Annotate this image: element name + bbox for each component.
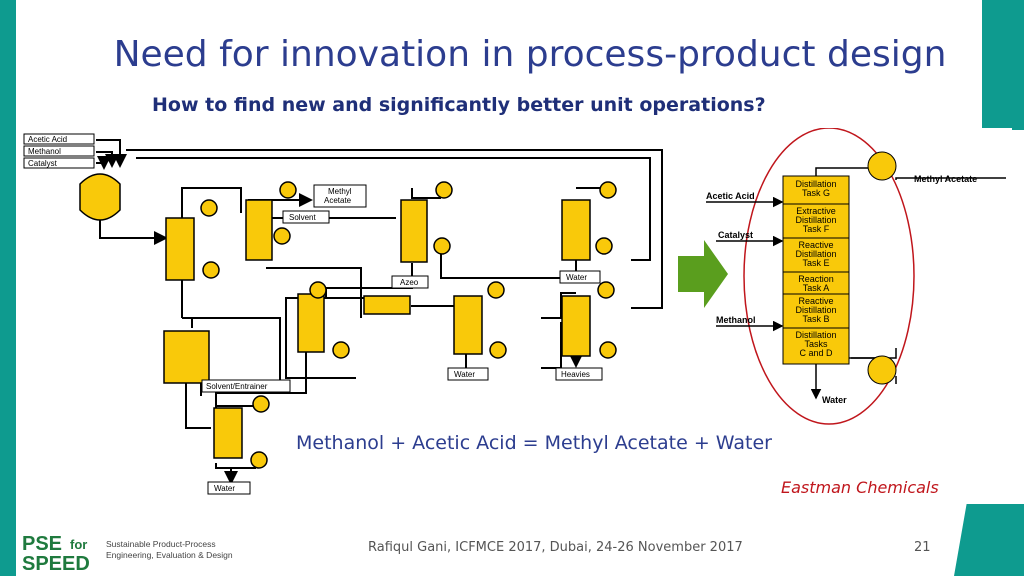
section-distillation-cd (782, 327, 850, 365)
column-5 (297, 293, 325, 353)
label-heavies: Heavies (561, 370, 590, 379)
column-4 (561, 199, 591, 261)
label-water-top: Water (566, 273, 587, 282)
column-1 (165, 217, 195, 281)
section-2-line-1: Distillation (795, 249, 836, 259)
conventional-equipment (79, 173, 617, 469)
section-0-line-1: Task G (802, 188, 830, 198)
section-5-line-1: Tasks (804, 339, 828, 349)
reactor (79, 173, 121, 221)
accent-bar-right-top (982, 0, 1024, 130)
section-2-line-2: Task E (802, 258, 829, 268)
label-solvent-entrainer: Solvent/Entrainer (206, 382, 268, 391)
transition-arrow (678, 240, 728, 308)
column-7 (561, 295, 591, 357)
input-methanol: Methanol (716, 315, 756, 325)
section-1-line-1: Distillation (795, 215, 836, 225)
slide-subtitle: How to find new and significantly better… (152, 94, 766, 116)
column-9 (213, 407, 243, 459)
stream-labels: Methyl Acetate Solvent Azeo Water Water … (201, 184, 603, 495)
process-diagram: Acetic Acid Methanol Catalyst Methyl Ace… (16, 128, 1012, 500)
decanter (363, 295, 411, 315)
section-1-line-0: Extractive (796, 206, 836, 216)
slide-title: Need for innovation in process-product d… (113, 34, 947, 75)
highlight-ellipse (743, 128, 915, 425)
label-solvent: Solvent (289, 213, 316, 222)
label-acetate: Acetate (324, 196, 352, 205)
section-distillation-g (782, 175, 850, 205)
accent-bar-left (0, 0, 16, 576)
column-2 (245, 199, 273, 261)
feed-boxes: Acetic Acid Methanol Catalyst (23, 133, 95, 169)
label-methyl: Methyl (328, 187, 352, 196)
section-reactive-b (782, 293, 850, 329)
page-number: 21 (914, 540, 931, 555)
section-2-line-0: Reactive (798, 240, 833, 250)
logo-text-speed: SPEED (22, 553, 90, 572)
label-water-mid: Water (454, 370, 475, 379)
logo-text-pse: PSE (22, 533, 62, 555)
logo-tagline: Sustainable Product-Process Engineering,… (106, 539, 233, 561)
input-acetic-acid: Acetic Acid (706, 191, 755, 201)
reaction-equation: Methanol + Acetic Acid = Methyl Acetate … (296, 432, 772, 454)
section-5-line-0: Distillation (795, 330, 836, 340)
section-4-line-2: Task B (802, 314, 829, 324)
section-5-line-2: C and D (799, 348, 833, 358)
section-4-line-1: Distillation (795, 305, 836, 315)
output-methyl-acetate: Methyl Acetate (914, 174, 977, 184)
tagline-line-2: Engineering, Evaluation & Design (106, 550, 233, 560)
output-water: Water (822, 395, 847, 405)
footer-text: Rafiqul Gani, ICFMCE 2017, Dubai, 24-26 … (368, 540, 743, 555)
pse-for-speed-logo: PSE for SPEED (22, 533, 90, 572)
section-0-line-0: Distillation (795, 179, 836, 189)
logo-text-for: for (70, 537, 87, 552)
tagline-line-1: Sustainable Product-Process (106, 539, 216, 549)
section-3-line-1: Task A (803, 283, 830, 293)
section-reactive-e (782, 237, 850, 273)
feed-catalyst: Catalyst (28, 159, 58, 168)
section-4-line-0: Reactive (798, 296, 833, 306)
input-catalyst: Catalyst (718, 230, 753, 240)
section-extractive-f (782, 203, 850, 239)
label-water-bottom: Water (214, 484, 235, 493)
credit-eastman: Eastman Chemicals (781, 478, 939, 497)
column-3 (400, 199, 428, 263)
feed-methanol: Methanol (28, 147, 61, 156)
label-azeo: Azeo (400, 278, 419, 287)
feed-acetic-acid: Acetic Acid (28, 135, 67, 144)
column-8 (163, 330, 210, 384)
reactive-column-diagram: Distillation Task G Extractive Distillat… (706, 128, 1006, 425)
accent-bar-right-bottom (954, 504, 1024, 576)
section-1-line-2: Task F (803, 224, 830, 234)
column-6 (453, 295, 483, 355)
section-3-line-0: Reaction (798, 274, 834, 284)
